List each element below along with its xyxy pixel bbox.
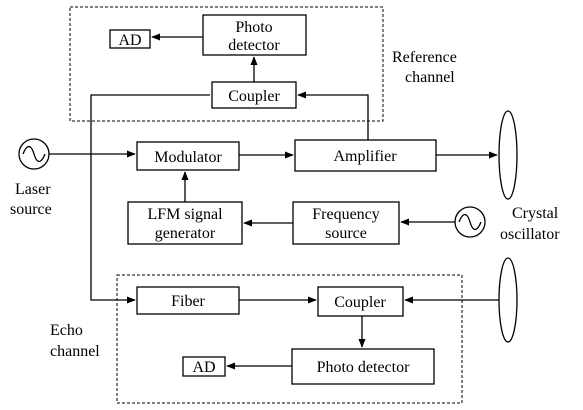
- laser-source-icon: [18, 138, 50, 170]
- ad-reference-label: AD: [118, 32, 141, 49]
- ad-echo-label: AD: [192, 359, 215, 376]
- reference-channel-label-line1: Reference: [392, 49, 457, 66]
- receive-antenna-icon: [498, 257, 518, 343]
- echo-channel-label-line1: Echo: [50, 322, 83, 339]
- photo-detector-reference-label-line1: Photo: [235, 19, 272, 36]
- reference-channel-label-line2: channel: [405, 69, 455, 86]
- lfm-label-line1: LFM signal: [147, 206, 223, 223]
- modulator-label: Modulator: [154, 149, 222, 166]
- photo-detector-echo-label: Photo detector: [317, 359, 411, 376]
- fiber-label: Fiber: [171, 293, 205, 310]
- coupler-reference-label: Coupler: [228, 88, 280, 105]
- coupler-echo-block: Coupler: [317, 286, 404, 317]
- wire-amplifier-to-reference-coupler: [297, 91, 369, 140]
- crystal-oscillator-label-line1: Crystal: [512, 205, 559, 222]
- frequency-source-label-line1: Frequency: [312, 206, 380, 223]
- wire-reference-to-fiber: [90, 94, 210, 304]
- fiber-block: Fiber: [136, 286, 240, 315]
- amplifier-label: Amplifier: [333, 148, 397, 165]
- echo-channel-region: [116, 274, 463, 404]
- photo-detector-echo-block: Photo detector: [291, 348, 435, 385]
- photo-detector-reference-label-line2: detector: [228, 37, 280, 54]
- frequency-source-label-line2: source: [325, 225, 367, 242]
- crystal-oscillator-icon: [454, 206, 486, 238]
- frequency-source-block: Frequency source: [292, 201, 400, 245]
- modulator-block: Modulator: [136, 141, 240, 171]
- ad-echo-block: AD: [182, 356, 226, 377]
- coupler-reference-block: Coupler: [211, 81, 297, 109]
- echo-channel-label-line2: channel: [50, 343, 100, 360]
- laser-source-label-line2: source: [10, 201, 52, 218]
- coupler-echo-label: Coupler: [334, 294, 386, 311]
- amplifier-block: Amplifier: [294, 139, 437, 172]
- laser-source-label-line1: Laser: [15, 181, 51, 198]
- crystal-oscillator-label-line2: oscillator: [500, 226, 560, 243]
- photo-detector-reference-block: Photo detector: [202, 14, 307, 56]
- reference-channel-region: [69, 6, 384, 122]
- ad-reference-block: AD: [109, 29, 151, 49]
- lfm-signal-generator-block: LFM signal generator: [127, 201, 243, 245]
- transmit-antenna-icon: [498, 110, 518, 200]
- lfm-label-line2: generator: [155, 225, 216, 242]
